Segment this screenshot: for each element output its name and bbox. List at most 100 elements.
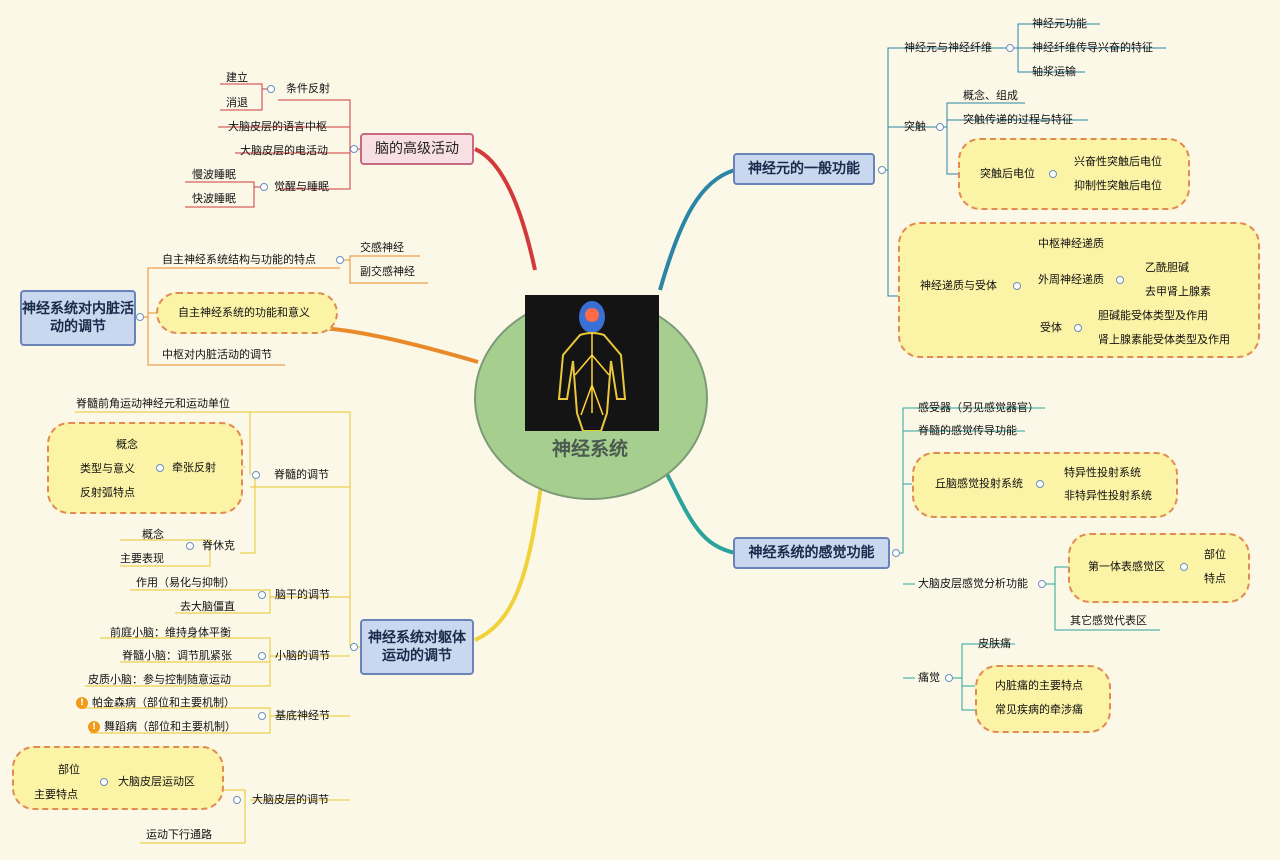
leaf[interactable]: 神经元功能 — [1032, 17, 1087, 30]
leaf[interactable]: 其它感觉代表区 — [1070, 614, 1147, 627]
leaf[interactable]: 去甲肾上腺素 — [1145, 285, 1211, 298]
collapse-icon[interactable] — [945, 674, 953, 682]
leaf[interactable]: 主要特点 — [34, 788, 78, 801]
node-somatic[interactable]: 第一体表感觉区 — [1088, 560, 1165, 573]
leaf[interactable]: 中枢对内脏活动的调节 — [162, 348, 272, 361]
collapse-icon[interactable] — [136, 313, 144, 321]
collapse-icon[interactable] — [1006, 44, 1014, 52]
node-synapse[interactable]: 突触 — [904, 120, 926, 133]
leaf[interactable]: 脊髓小脑：调节肌紧张 — [122, 649, 232, 662]
node-autonomic[interactable]: 自主神经系统结构与功能的特点 — [162, 253, 316, 266]
collapse-icon[interactable] — [1116, 276, 1124, 284]
collapse-icon[interactable] — [1049, 170, 1057, 178]
node-transmitter[interactable]: 神经递质与受体 — [920, 279, 997, 292]
node-receptor[interactable]: 受体 — [1040, 321, 1062, 334]
leaf[interactable]: 交感神经 — [360, 241, 404, 254]
node-sensory-function[interactable]: 神经系统的感觉功能 — [733, 537, 890, 569]
leaf[interactable]: 突触传递的过程与特征 — [963, 113, 1073, 126]
leaf[interactable]: 神经纤维传导兴奋的特征 — [1032, 41, 1153, 54]
collapse-icon[interactable] — [878, 166, 886, 174]
node-motor-regulation[interactable]: 神经系统对躯体运动的调节 — [360, 619, 474, 675]
collapse-icon[interactable] — [350, 145, 358, 153]
node-sleep[interactable]: 觉醒与睡眠 — [274, 180, 329, 193]
leaf[interactable]: 部位 — [58, 763, 80, 776]
node-cortex-sensory[interactable]: 大脑皮层感觉分析功能 — [918, 577, 1028, 590]
node-brain-higher[interactable]: 脑的高级活动 — [360, 133, 474, 165]
collapse-icon[interactable] — [336, 256, 344, 264]
leaf[interactable]: 快波睡眠 — [192, 192, 236, 205]
leaf[interactable]: 反射弧特点 — [80, 486, 135, 499]
collapse-icon[interactable] — [1036, 480, 1044, 488]
leaf[interactable]: 舞蹈病（部位和主要机制） — [104, 720, 236, 733]
collapse-icon[interactable] — [100, 778, 108, 786]
collapse-icon[interactable] — [258, 712, 266, 720]
leaf[interactable]: 常见疾病的牵涉痛 — [995, 703, 1083, 716]
leaf[interactable]: 自主神经系统的功能和意义 — [178, 306, 310, 319]
collapse-icon[interactable] — [1038, 580, 1046, 588]
node-fiber[interactable]: 神经元与神经纤维 — [904, 41, 992, 54]
leaf[interactable]: 大脑皮层的语言中枢 — [228, 120, 327, 133]
node-motor-cortex[interactable]: 大脑皮层的调节 — [252, 793, 329, 806]
collapse-icon[interactable] — [252, 471, 260, 479]
leaf[interactable]: 胆碱能受体类型及作用 — [1098, 309, 1208, 322]
leaf[interactable]: 去大脑僵直 — [180, 600, 235, 613]
node-shock[interactable]: 脊休克 — [202, 539, 235, 552]
leaf[interactable]: 皮肤痛 — [978, 637, 1011, 650]
leaf[interactable]: 大脑皮层的电活动 — [240, 144, 328, 157]
leaf[interactable]: 部位 — [1204, 548, 1226, 561]
leaf[interactable]: 类型与意义 — [80, 462, 135, 475]
leaf[interactable]: 脊髓的感觉传导功能 — [918, 424, 1017, 437]
collapse-icon[interactable] — [260, 183, 268, 191]
leaf[interactable]: 中枢神经递质 — [1038, 237, 1104, 250]
node-visceral-regulation[interactable]: 神经系统对内脏活动的调节 — [20, 290, 136, 346]
leaf[interactable]: 脊髓前角运动神经元和运动单位 — [76, 397, 230, 410]
leaf[interactable]: 轴浆运输 — [1032, 65, 1076, 78]
collapse-icon[interactable] — [1013, 282, 1021, 290]
node-neuron-function[interactable]: 神经元的一般功能 — [733, 153, 875, 185]
leaf[interactable]: 运动下行通路 — [146, 828, 212, 841]
leaf[interactable]: 抑制性突触后电位 — [1074, 179, 1162, 192]
node-pain[interactable]: 痛觉 — [918, 671, 940, 684]
node-postsyn[interactable]: 突触后电位 — [980, 167, 1035, 180]
leaf[interactable]: 概念 — [116, 438, 138, 451]
collapse-icon[interactable] — [156, 464, 164, 472]
collapse-icon[interactable] — [233, 796, 241, 804]
leaf[interactable]: 建立 — [226, 71, 248, 84]
leaf[interactable]: 帕金森病（部位和主要机制） — [92, 696, 235, 709]
collapse-icon[interactable] — [267, 85, 275, 93]
node-peripheral-transmitter[interactable]: 外周神经递质 — [1038, 273, 1104, 286]
node-conditioned[interactable]: 条件反射 — [286, 82, 330, 95]
leaf[interactable]: 概念 — [142, 528, 164, 541]
collapse-icon[interactable] — [1180, 563, 1188, 571]
leaf[interactable]: 非特异性投射系统 — [1064, 489, 1152, 502]
node-stretch[interactable]: 牵张反射 — [172, 461, 216, 474]
collapse-icon[interactable] — [1074, 324, 1082, 332]
leaf[interactable]: 肾上腺素能受体类型及作用 — [1098, 333, 1230, 346]
node-motor-area[interactable]: 大脑皮层运动区 — [118, 775, 195, 788]
leaf[interactable]: 慢波睡眠 — [192, 168, 236, 181]
node-spinal[interactable]: 脊髓的调节 — [274, 468, 329, 481]
collapse-icon[interactable] — [258, 652, 266, 660]
collapse-icon[interactable] — [258, 591, 266, 599]
collapse-icon[interactable] — [350, 643, 358, 651]
collapse-icon[interactable] — [186, 542, 194, 550]
leaf[interactable]: 内脏痛的主要特点 — [995, 679, 1083, 692]
node-basal[interactable]: 基底神经节 — [275, 709, 330, 722]
leaf[interactable]: 兴奋性突触后电位 — [1074, 155, 1162, 168]
leaf[interactable]: 概念、组成 — [963, 89, 1018, 102]
leaf[interactable]: 作用（易化与抑制） — [136, 576, 235, 589]
leaf[interactable]: 主要表现 — [120, 552, 164, 565]
node-cerebellum[interactable]: 小脑的调节 — [275, 649, 330, 662]
leaf[interactable]: 感受器（另见感觉器官） — [918, 401, 1039, 414]
collapse-icon[interactable] — [936, 123, 944, 131]
leaf[interactable]: 消退 — [226, 96, 248, 109]
leaf[interactable]: 副交感神经 — [360, 265, 415, 278]
node-brainstem[interactable]: 脑干的调节 — [275, 588, 330, 601]
leaf[interactable]: 皮质小脑：参与控制随意运动 — [88, 673, 231, 686]
node-thalamus[interactable]: 丘脑感觉投射系统 — [935, 477, 1023, 490]
leaf[interactable]: 特点 — [1204, 572, 1226, 585]
leaf[interactable]: 特异性投射系统 — [1064, 466, 1141, 479]
collapse-icon[interactable] — [892, 549, 900, 557]
leaf[interactable]: 前庭小脑：维持身体平衡 — [110, 626, 231, 639]
leaf[interactable]: 乙酰胆碱 — [1145, 261, 1189, 274]
